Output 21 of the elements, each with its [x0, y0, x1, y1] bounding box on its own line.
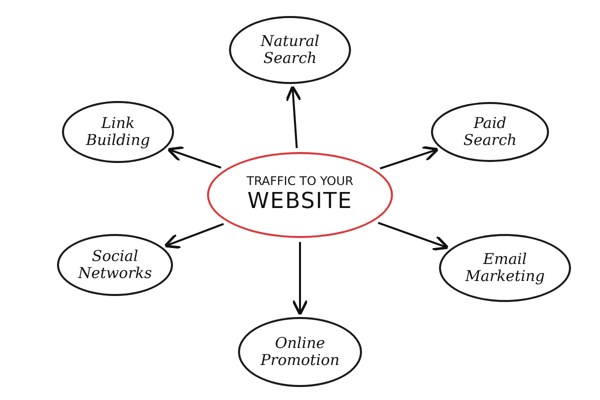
- arrow: [285, 85, 302, 148]
- topic-ellipse: [62, 101, 174, 163]
- topic-ellipse: [431, 102, 549, 162]
- arrow: [164, 223, 224, 249]
- arrow: [167, 146, 222, 169]
- topic-label: Email Marketing: [464, 250, 546, 286]
- topic-label: Social Networks: [76, 248, 153, 282]
- topic-ellipse: [57, 234, 173, 296]
- topic-ellipse: [238, 317, 362, 387]
- topic-label: Link Building: [84, 114, 151, 150]
- title-text: WEBSITE: [247, 189, 353, 215]
- topic-label: Paid Search: [462, 114, 518, 150]
- subtitle-text: TRAFFIC TO YOUR: [246, 175, 354, 190]
- topic-ellipse: [229, 16, 351, 84]
- arrow: [378, 222, 450, 251]
- arrow: [380, 146, 439, 170]
- topic-label: Natural Search: [259, 32, 320, 68]
- topic-label: Online Promotion: [259, 334, 341, 370]
- central-ellipse: [207, 152, 393, 238]
- topic-ellipse: [439, 234, 571, 302]
- arrow: [292, 242, 308, 316]
